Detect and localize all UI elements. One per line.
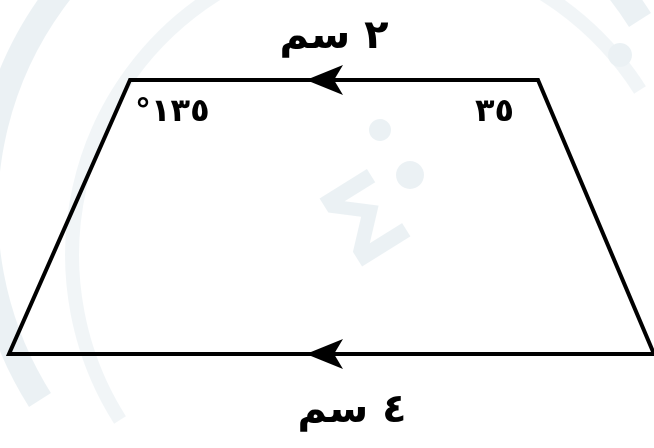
watermark-dot [369, 119, 391, 141]
top-right-angle-label: ٣٥ [475, 91, 514, 129]
watermark-arc-inner [65, 0, 646, 424]
top-side-arrow-icon [306, 65, 343, 95]
bottom-side-arrow-icon [306, 339, 343, 369]
watermark-dot [396, 161, 424, 189]
bottom-side-label: ٤ سم [297, 386, 406, 432]
top-left-angle-label: °١٣٥ [135, 91, 210, 129]
top-side-label: ٢ سم [279, 12, 388, 58]
watermark-dot [608, 43, 632, 67]
trapezoid-outline [5, 78, 654, 356]
